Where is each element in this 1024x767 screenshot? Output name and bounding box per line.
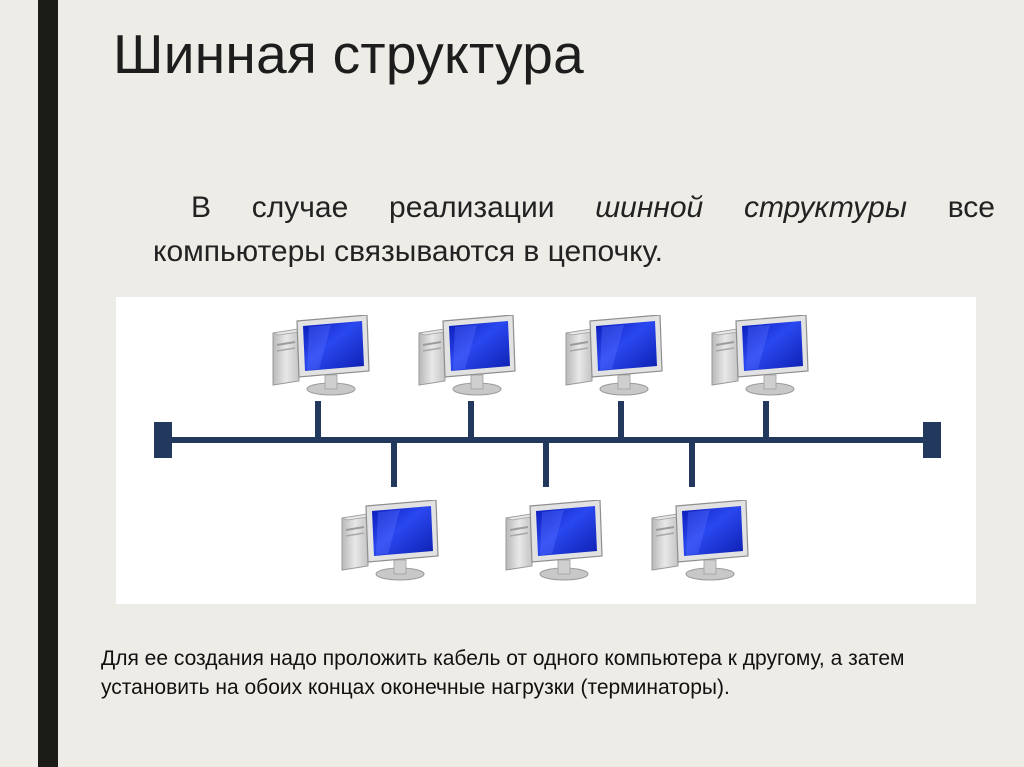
intro-text: В случае реализации шинной структуры все… bbox=[153, 186, 995, 274]
terminator-left bbox=[154, 422, 172, 458]
bus-topology-diagram bbox=[116, 297, 976, 604]
computer-icon bbox=[711, 315, 809, 396]
accent-bar bbox=[38, 0, 58, 767]
bus-diagram-svg bbox=[154, 315, 941, 581]
intro-text-part1: В случае реализации bbox=[191, 191, 596, 224]
slide-title: Шинная структура bbox=[113, 23, 585, 85]
computer-icon bbox=[505, 500, 603, 581]
computer-icon bbox=[272, 315, 370, 396]
terminator-right bbox=[923, 422, 941, 458]
computer-icon bbox=[565, 315, 663, 396]
intro-text-part2: все компьютеры связываются в цепочку. bbox=[153, 191, 995, 268]
intro-text-emphasis: шинной структуры bbox=[595, 191, 907, 224]
computer-icon bbox=[341, 500, 439, 581]
computer-icon bbox=[651, 500, 749, 581]
note-text: Для ее создания надо проложить кабель от… bbox=[101, 647, 905, 699]
computer-icon bbox=[418, 315, 516, 396]
